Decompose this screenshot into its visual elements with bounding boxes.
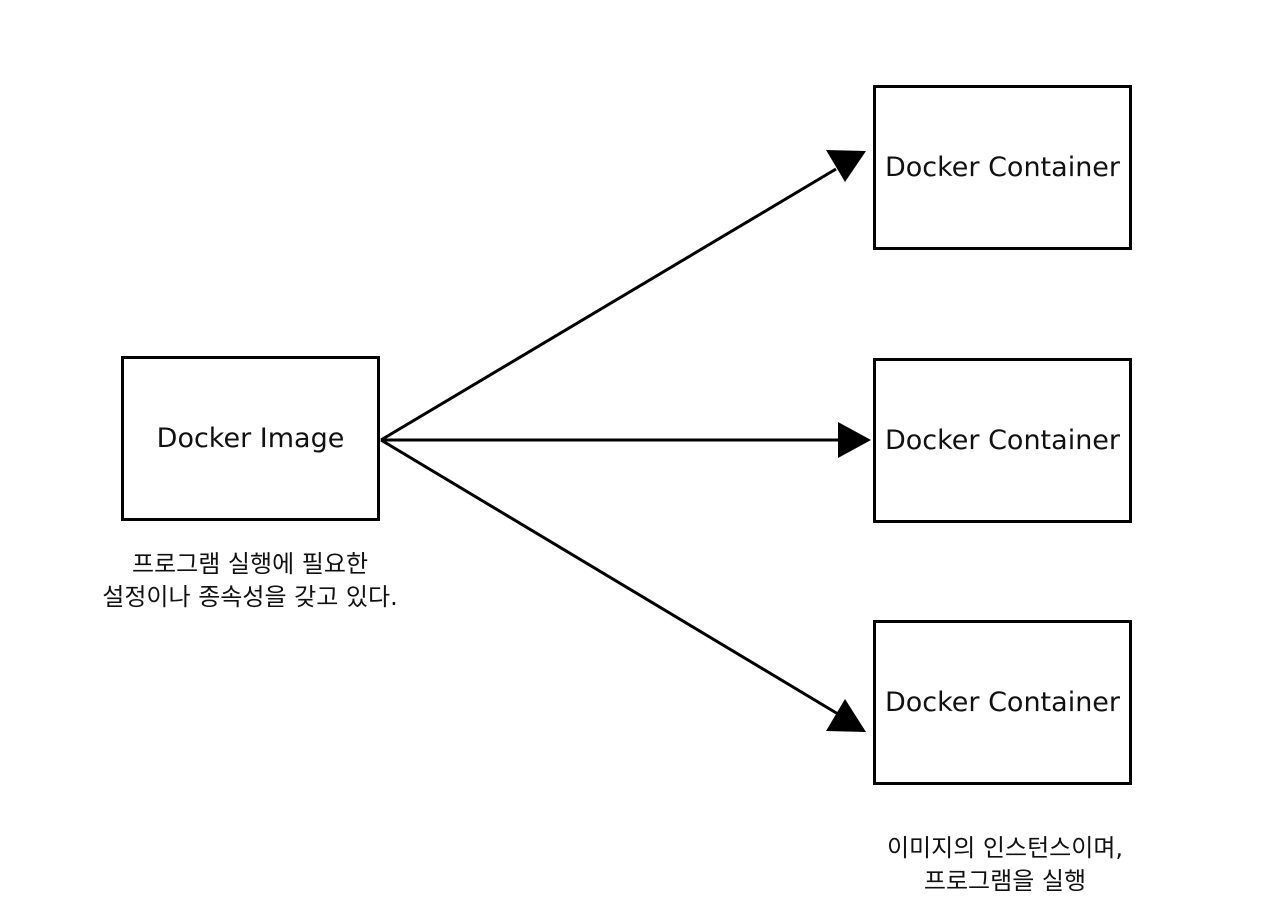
docker-container-node-3: Docker Container: [873, 620, 1132, 785]
docker-container-node-1: Docker Container: [873, 85, 1132, 250]
docker-container-caption-line-1: 이미지의 인스턴스이며,: [886, 834, 1124, 862]
docker-image-node: Docker Image: [121, 356, 380, 521]
arrow-to-container-2: [381, 422, 871, 458]
docker-image-caption-line-2: 설정이나 종속성을 갖고 있다.: [102, 583, 398, 611]
docker-container-label-3: Docker Container: [884, 687, 1121, 718]
docker-container-label-2: Docker Container: [884, 425, 1121, 456]
docker-container-caption-line-2: 프로그램을 실행: [923, 867, 1087, 895]
docker-container-caption: 이미지의 인스턴스이며, 프로그램을 실행: [840, 832, 1170, 898]
arrow-to-container-1: [380, 150, 866, 442]
docker-container-label-1: Docker Container: [884, 152, 1121, 183]
docker-image-label: Docker Image: [156, 423, 345, 454]
docker-image-caption-line-1: 프로그램 실행에 필요한: [131, 550, 369, 578]
docker-container-node-2: Docker Container: [873, 358, 1132, 523]
arrow-to-container-3: [380, 438, 866, 732]
docker-image-caption: 프로그램 실행에 필요한 설정이나 종속성을 갖고 있다.: [60, 548, 440, 614]
